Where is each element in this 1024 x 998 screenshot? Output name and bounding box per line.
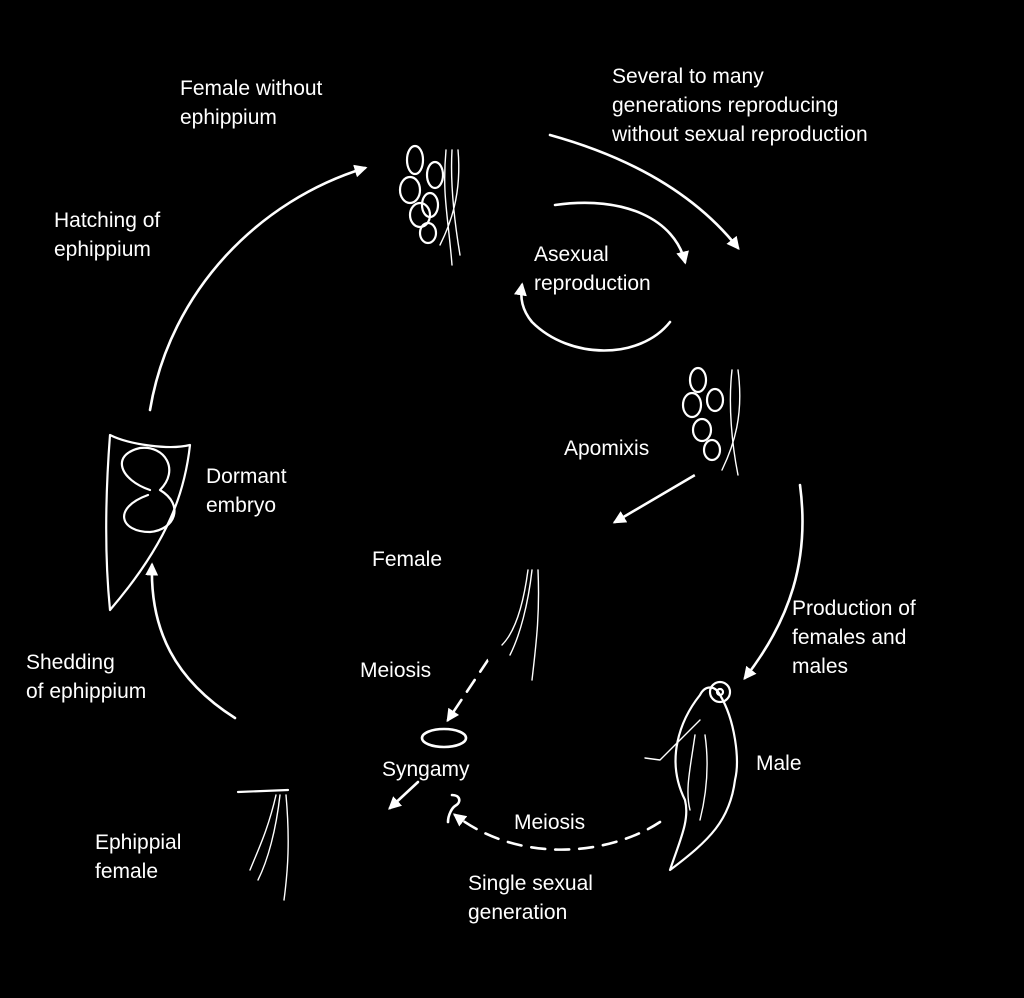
label-female: Female	[372, 545, 442, 574]
sperm-figure	[448, 795, 459, 822]
label-production-of-females-and-males: Production of females and males	[792, 594, 916, 681]
syngamy-arrow	[390, 782, 418, 808]
male-figure	[645, 682, 737, 870]
hatching-arrow	[150, 168, 365, 410]
generations-arrow	[550, 135, 738, 248]
sexual-female-figure	[483, 465, 623, 750]
dormant-embryo-figure	[106, 435, 190, 610]
label-male: Male	[756, 749, 802, 778]
label-ephippial-female: Ephippial female	[95, 828, 181, 886]
label-several-generations: Several to many generations reproducing …	[612, 62, 868, 149]
apomixis-arrow	[615, 475, 695, 522]
label-meiosis-female: Meiosis	[360, 656, 431, 685]
label-female-without-ephippium: Female without ephippium	[180, 74, 322, 132]
label-single-sexual-generation: Single sexual generation	[468, 869, 593, 927]
label-dormant-embryo: Dormant embryo	[206, 462, 287, 520]
egg-figure	[422, 729, 466, 747]
label-syngamy: Syngamy	[382, 755, 470, 784]
label-asexual-reproduction: Asexual reproduction	[534, 240, 651, 298]
label-shedding-of-ephippium: Shedding of ephippium	[26, 648, 146, 706]
female-meiosis-arrow	[448, 660, 488, 720]
label-hatching-of-ephippium: Hatching of ephippium	[54, 206, 160, 264]
label-meiosis-male: Meiosis	[514, 808, 585, 837]
shedding-arrow	[152, 565, 235, 718]
label-apomixis: Apomixis	[564, 434, 649, 463]
ephippial-female-figure	[231, 690, 371, 975]
